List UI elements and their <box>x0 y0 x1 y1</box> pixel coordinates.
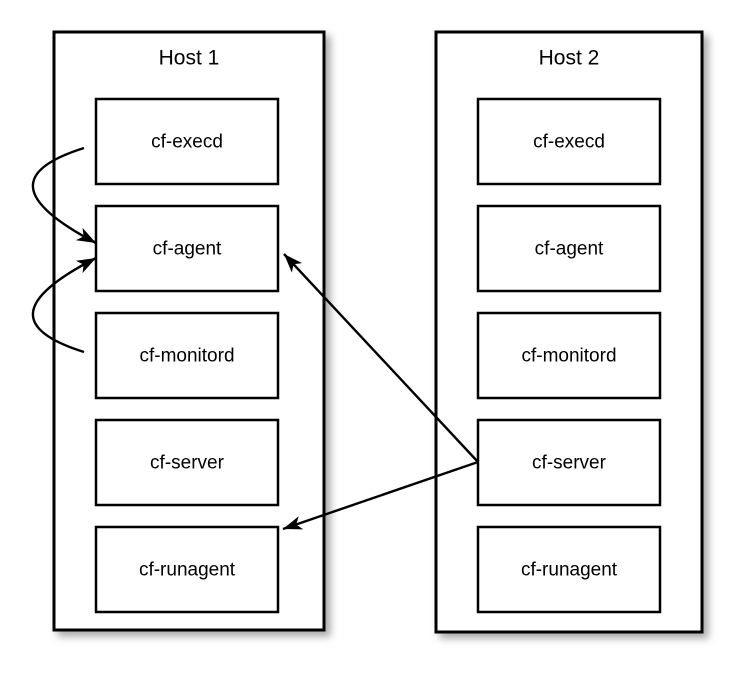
arrow-head-icon <box>284 254 303 273</box>
component-box[interactable] <box>476 311 662 400</box>
component-box[interactable] <box>94 311 280 400</box>
component-host2-cf-server[interactable]: cf-server <box>476 418 662 507</box>
component-host2-cf-agent[interactable]: cf-agent <box>476 204 662 293</box>
host-title: Host 2 <box>539 47 600 70</box>
component-label: cf-server <box>532 453 607 474</box>
component-label: cf-agent <box>535 239 604 260</box>
connection-edge-server2-to-runagent1 <box>282 460 479 531</box>
host-frames-layer: Host 1 cf-execd cf-agent cf-monitord cf-serv… <box>52 30 704 634</box>
component-label: cf-runagent <box>139 560 236 581</box>
component-host2-cf-monitord[interactable]: cf-monitord <box>476 311 662 400</box>
component-label: cf-monitord <box>139 346 234 367</box>
component-host1-cf-execd[interactable]: cf-execd <box>94 97 280 186</box>
component-label: cf-monitord <box>521 346 616 367</box>
connections-layer <box>31 146 479 531</box>
component-host1-cf-monitord[interactable]: cf-monitord <box>94 311 280 400</box>
host-group-1: Host 1 cf-execd cf-agent cf-monitord cf-serv… <box>52 30 326 632</box>
arrow-head-icon <box>75 258 96 274</box>
arrow-head-icon <box>283 516 304 530</box>
component-box[interactable] <box>476 525 662 614</box>
component-box[interactable] <box>94 204 280 293</box>
component-host2-cf-execd[interactable]: cf-execd <box>476 97 662 186</box>
component-host2-cf-runagent[interactable]: cf-runagent <box>476 525 662 614</box>
component-box[interactable] <box>94 97 280 186</box>
component-label: cf-runagent <box>521 560 618 581</box>
edge-path <box>31 146 97 245</box>
edge-path <box>31 256 97 354</box>
host-title: Host 1 <box>159 47 220 70</box>
connection-edge-execd-to-agent <box>31 146 97 245</box>
host-group-2: Host 2 cf-execd cf-agent cf-monitord cf-serv… <box>434 30 704 634</box>
connection-edge-server2-to-agent1 <box>283 253 479 463</box>
component-box[interactable] <box>94 525 280 614</box>
connection-edge-monitord-to-agent <box>31 256 97 354</box>
component-host1-cf-runagent[interactable]: cf-runagent <box>94 525 280 614</box>
component-box[interactable] <box>476 204 662 293</box>
component-label: cf-execd <box>533 132 605 153</box>
component-host1-cf-agent[interactable]: cf-agent <box>94 204 280 293</box>
component-box[interactable] <box>94 418 280 507</box>
arrow-head-icon <box>75 227 96 243</box>
component-host1-cf-server[interactable]: cf-server <box>94 418 280 507</box>
edge-path <box>283 253 479 463</box>
edge-path <box>282 460 479 531</box>
component-label: cf-agent <box>153 239 222 260</box>
component-box[interactable] <box>476 97 662 186</box>
component-box[interactable] <box>476 418 662 507</box>
component-label: cf-server <box>150 453 225 474</box>
component-label: cf-execd <box>151 132 223 153</box>
